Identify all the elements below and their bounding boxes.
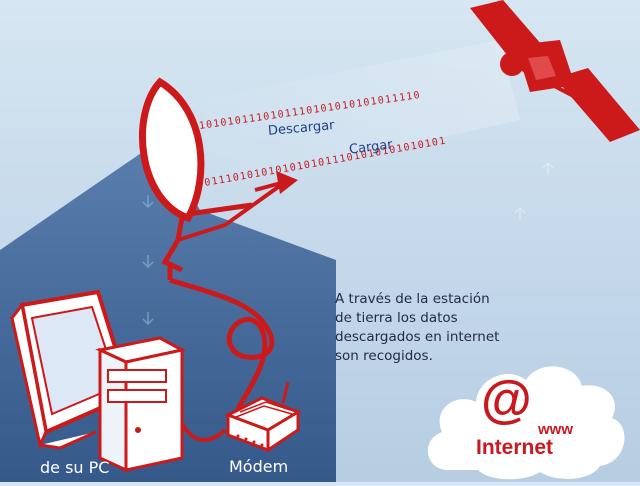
description-line: son recogidos.	[335, 348, 433, 364]
modem-label: Módem	[229, 457, 289, 476]
description-text: A través de la estación de tierra los da…	[335, 290, 535, 366]
satellite-icon	[470, 0, 640, 142]
light-beam	[150, 40, 520, 200]
www-label: www	[538, 421, 574, 438]
computer-tower-icon	[95, 336, 187, 473]
modem-icon	[224, 381, 302, 453]
pc-label: de su PC	[40, 458, 110, 477]
satellite-dish-icon	[139, 77, 290, 280]
internet-label: Internet	[476, 436, 554, 459]
description-line: descargados en internet	[335, 329, 500, 345]
description-line: de tierra los datos	[335, 310, 458, 326]
internet-cloud-icon	[427, 366, 625, 480]
dish-to-modem-cable	[169, 277, 275, 411]
description-line: A través de la estación	[335, 291, 490, 307]
faint-arrows	[142, 161, 554, 326]
computer-monitor-icon	[10, 289, 133, 450]
at-symbol-icon: @	[481, 371, 532, 429]
